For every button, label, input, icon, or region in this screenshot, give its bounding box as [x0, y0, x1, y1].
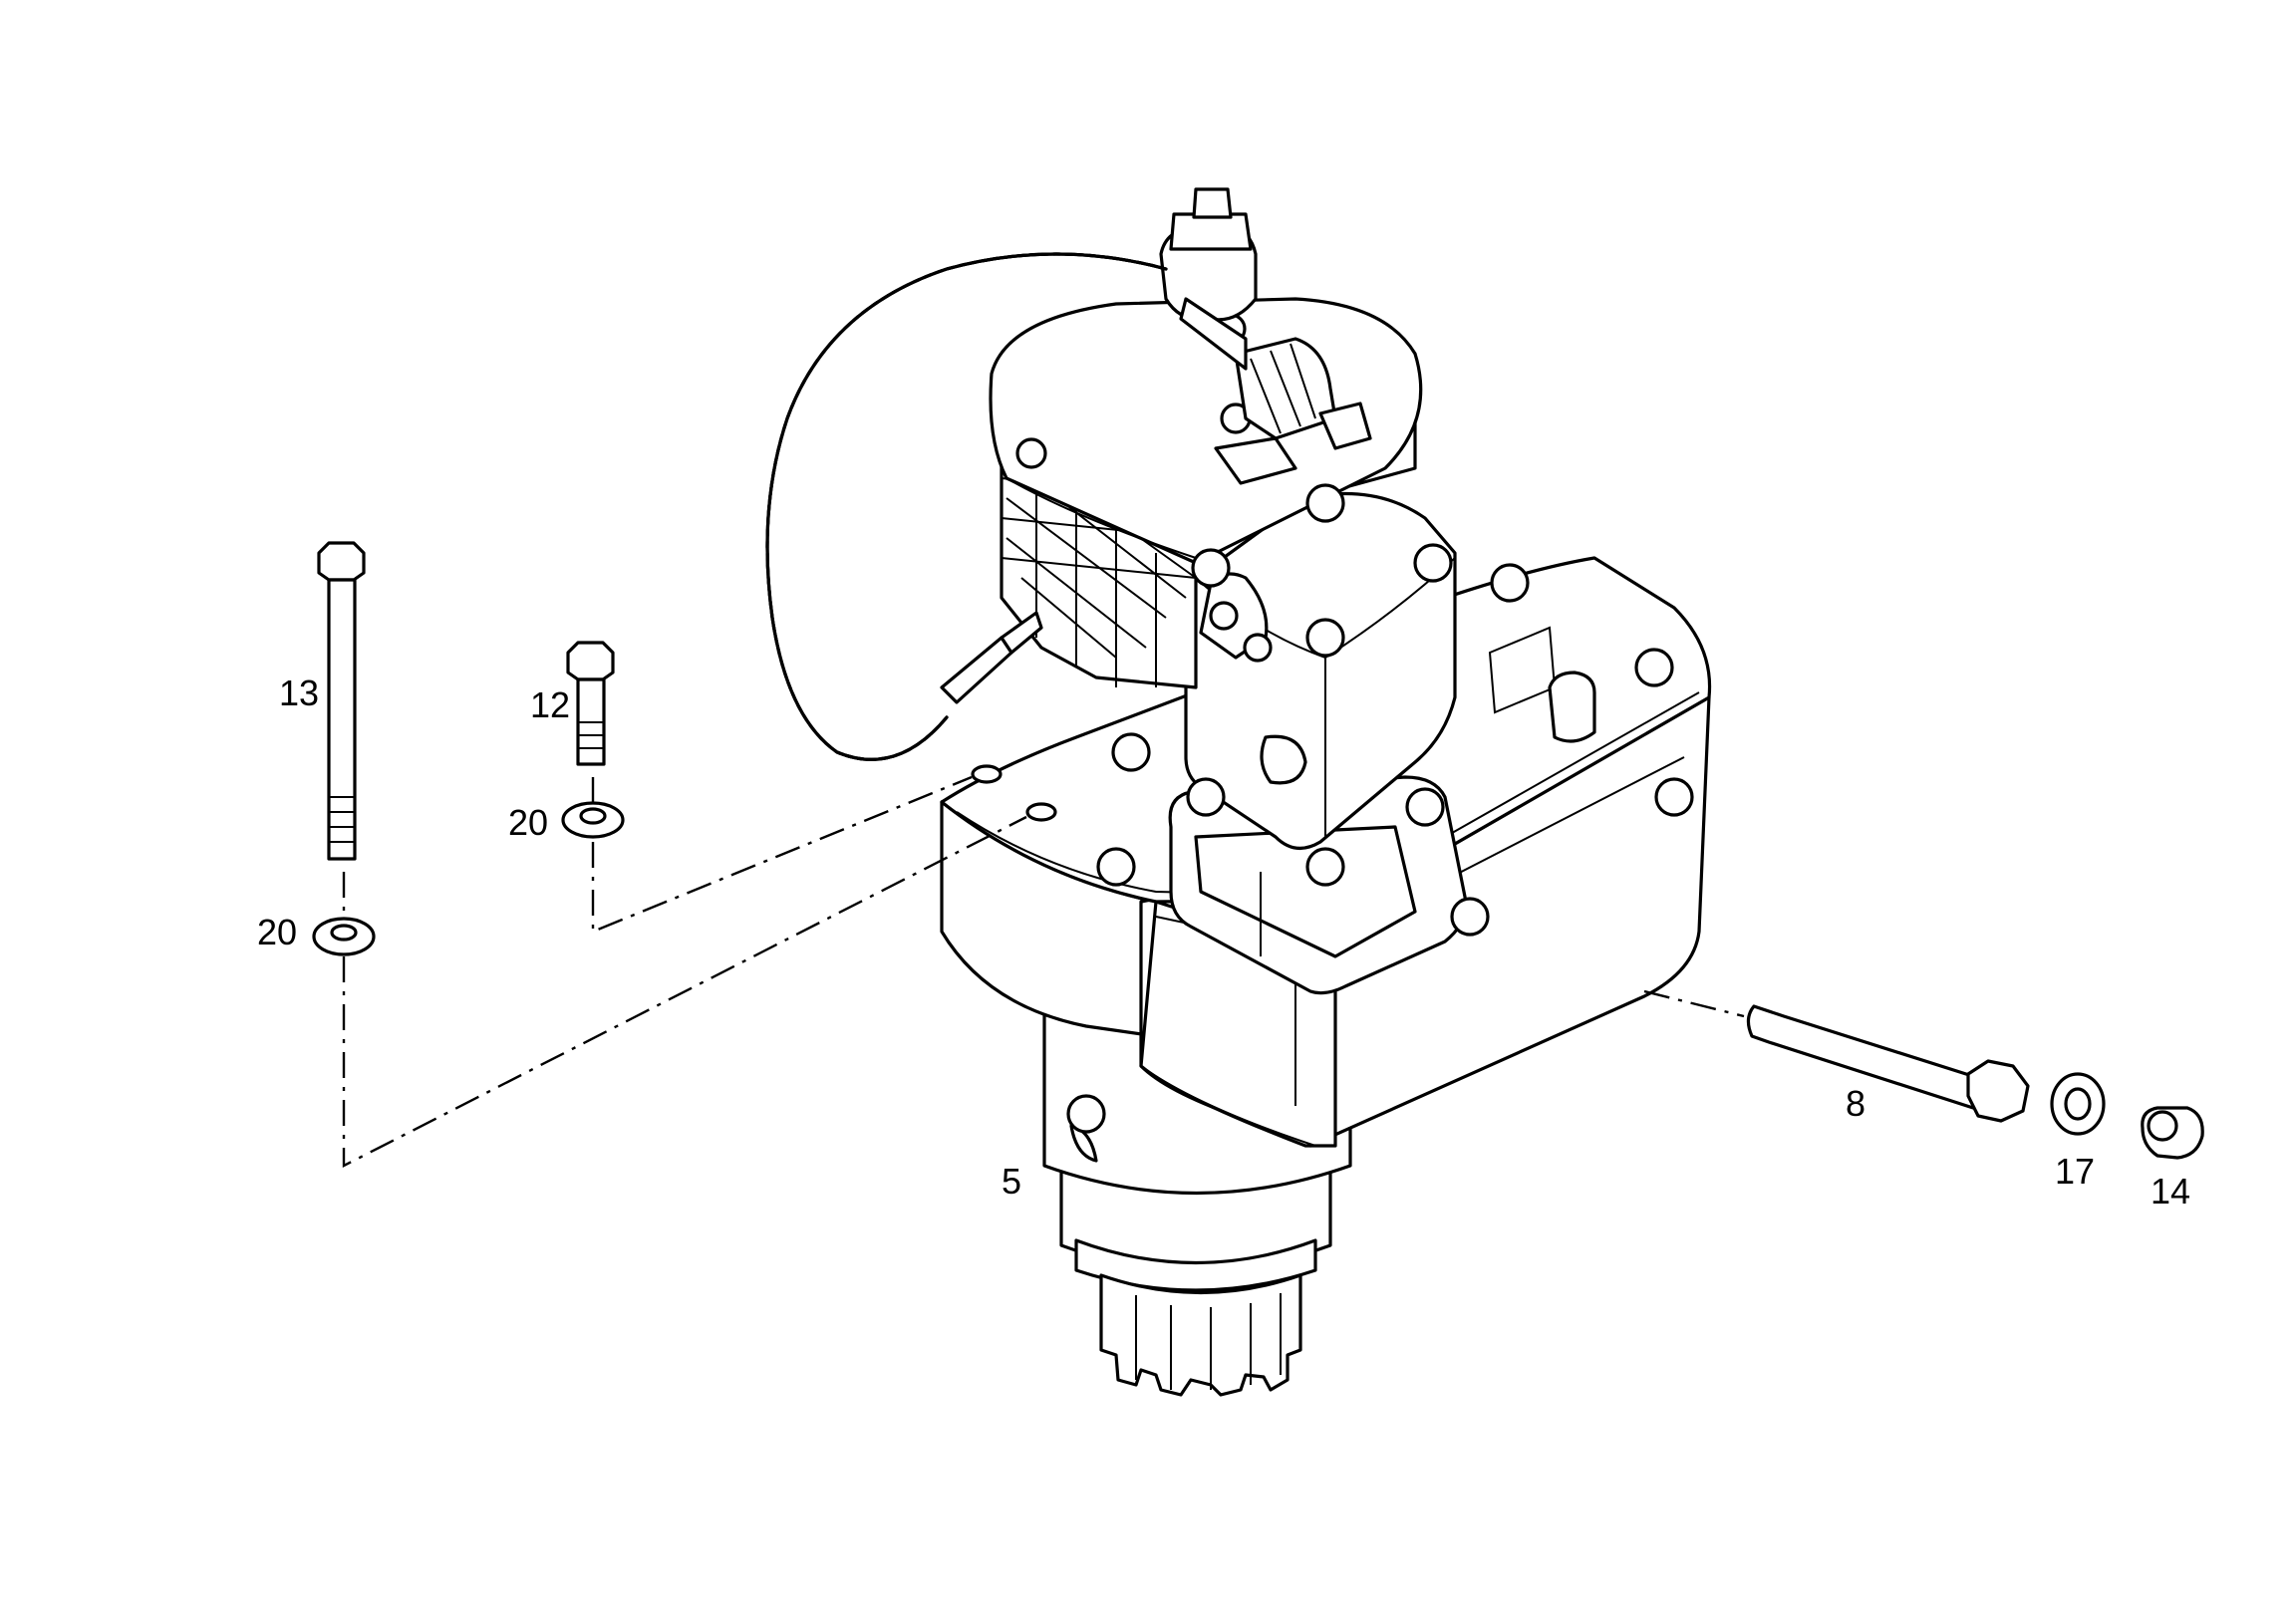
plug-14	[2141, 1106, 2204, 1160]
pump-cube	[1184, 491, 1457, 850]
washer-17	[2050, 1072, 2106, 1136]
braided-cable	[765, 252, 1168, 761]
callout-5: 5	[1002, 1161, 1022, 1202]
callout-8: 8	[1846, 1083, 1866, 1124]
callout-17: 17	[2055, 1151, 2096, 1192]
callout-13: 13	[279, 673, 320, 713]
bolt-12	[566, 641, 615, 766]
housing-bolts	[971, 483, 1694, 937]
callout-20-left: 20	[257, 912, 298, 952]
callout-14: 14	[2151, 1171, 2191, 1212]
valve-block	[1168, 775, 1468, 995]
sensor-plug	[1159, 187, 1372, 450]
bolt-13	[317, 541, 366, 861]
assembly-leader-lines	[342, 775, 1745, 1168]
bolt-8	[1746, 1004, 2030, 1123]
callout-20-mid: 20	[508, 802, 549, 843]
callout-12: 12	[530, 684, 571, 725]
pinion-shaft	[1059, 1164, 1332, 1397]
washer-20-mid	[561, 801, 625, 839]
washer-20-left	[312, 917, 376, 956]
